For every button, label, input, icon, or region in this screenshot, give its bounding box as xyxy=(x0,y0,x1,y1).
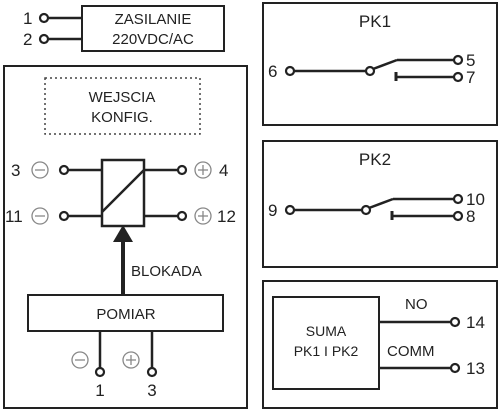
pk2-terminal-8: 8 xyxy=(466,207,475,226)
sum-no-label: NO xyxy=(405,296,428,313)
terminal-dot xyxy=(452,71,464,83)
arrow-up-icon xyxy=(113,225,133,242)
sum-label-line1: SUMA xyxy=(306,323,347,339)
sum-terminal-14: 14 xyxy=(466,313,485,332)
config-label-line2: KONFIG. xyxy=(91,109,153,126)
terminal-dot xyxy=(94,366,106,378)
relay-pk1-section: PK1 6 5 7 xyxy=(262,2,498,126)
terminal-dot xyxy=(452,210,464,222)
plus-sign-icon xyxy=(194,207,212,225)
block-label: BLOKADA xyxy=(131,263,202,280)
terminal-dot xyxy=(146,366,158,378)
minus-sign-icon xyxy=(71,351,89,369)
switch-arm xyxy=(368,197,394,210)
supply-terminal-1: 1 xyxy=(23,9,32,28)
switch-pivot xyxy=(360,204,372,216)
pk1-terminal-5: 5 xyxy=(466,51,475,70)
supply-label-line2: 220VDC/AC xyxy=(112,31,194,48)
minus-sign-icon xyxy=(31,161,49,179)
sum-terminal-13: 13 xyxy=(466,359,485,378)
terminal-4-label: 4 xyxy=(219,161,228,180)
measure-terminal-3-label: 3 xyxy=(147,381,156,400)
terminal-dot xyxy=(452,54,464,66)
sum-box xyxy=(272,296,380,390)
relay-coil-icon xyxy=(100,158,146,228)
supply-terminal-2: 2 xyxy=(23,30,32,49)
plus-sign-icon xyxy=(122,351,140,369)
minus-sign-icon xyxy=(31,207,49,225)
measure-box xyxy=(27,294,224,332)
sum-label-line2: PK1 I PK2 xyxy=(294,343,359,359)
switch-arm xyxy=(372,58,398,71)
plus-sign-icon xyxy=(194,161,212,179)
terminal-dot xyxy=(38,33,50,45)
supply-section: 1 2 ZASILANIE 220VDC/AC xyxy=(23,5,225,52)
sum-comm-label: COMM xyxy=(387,343,435,360)
measure-terminal-1-label: 1 xyxy=(95,381,104,400)
pk1-terminal-6: 6 xyxy=(268,62,277,81)
sum-section: SUMA PK1 I PK2 NO 14 COMM 13 xyxy=(262,280,498,409)
pk2-terminal-9: 9 xyxy=(268,201,277,220)
terminal-dot xyxy=(176,164,188,176)
supply-label-line1: ZASILANIE xyxy=(115,11,192,28)
pk1-terminal-7: 7 xyxy=(466,68,475,87)
measure-label: POMIAR xyxy=(96,306,155,323)
terminal-dot xyxy=(284,65,296,77)
terminal-dot xyxy=(58,210,70,222)
pk1-title: PK1 xyxy=(359,12,391,31)
pk2-title: PK2 xyxy=(359,150,391,169)
supply-box xyxy=(81,5,225,52)
main-module: WEJSCIA KONFIG. 3 11 4 xyxy=(3,65,248,409)
terminal-dot xyxy=(284,204,296,216)
pk2-terminal-10: 10 xyxy=(466,190,485,209)
config-label-line1: WEJSCIA xyxy=(89,89,156,106)
terminal-dot xyxy=(449,316,461,328)
terminal-11-label: 11 xyxy=(5,207,23,226)
relay-pk2-section: PK2 9 10 8 xyxy=(262,140,498,268)
terminal-12-label: 12 xyxy=(217,207,236,226)
terminal-dot xyxy=(176,210,188,222)
terminal-dot xyxy=(452,193,464,205)
terminal-dot xyxy=(38,12,50,24)
switch-pivot xyxy=(364,65,376,77)
terminal-dot xyxy=(58,164,70,176)
terminal-3-label: 3 xyxy=(11,161,20,180)
terminal-dot xyxy=(449,362,461,374)
